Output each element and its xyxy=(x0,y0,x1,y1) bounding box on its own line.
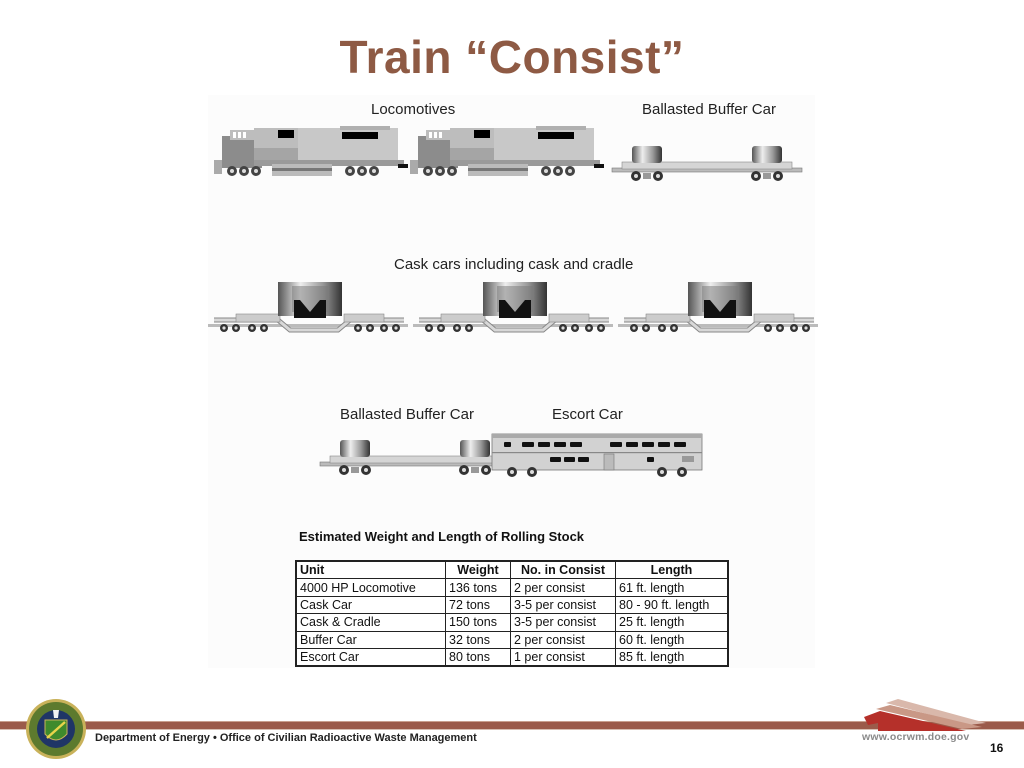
cell-length: 85 ft. length xyxy=(615,647,728,667)
table-row: Buffer Car 32 tons 2 per consist 60 ft. … xyxy=(296,630,728,649)
cell-unit: 4000 HP Locomotive xyxy=(296,578,446,597)
escort-car-icon xyxy=(319,433,703,477)
cell-weight: 72 tons xyxy=(445,595,511,615)
cask-car-icon xyxy=(208,278,820,334)
cell-weight: 150 tons xyxy=(445,613,511,632)
table-row: Escort Car 80 tons 1 per consist 85 ft. … xyxy=(296,647,728,667)
header-unit: Unit xyxy=(296,560,446,580)
cell-count: 2 per consist xyxy=(510,578,616,597)
footer-band xyxy=(0,721,1024,730)
header-weight: Weight xyxy=(445,560,511,580)
cell-count: 3-5 per consist xyxy=(510,613,616,632)
cell-length: 60 ft. length xyxy=(615,630,728,649)
cell-unit: Escort Car xyxy=(296,647,446,667)
cell-weight: 32 tons xyxy=(445,630,511,649)
cell-weight: 80 tons xyxy=(445,647,511,667)
ocrwm-swoosh-logo xyxy=(864,699,986,731)
cell-count: 1 per consist xyxy=(510,647,616,667)
header-length: Length xyxy=(615,560,728,580)
locomotives-label: Locomotives xyxy=(371,101,456,118)
cell-count: 2 per consist xyxy=(510,630,616,649)
table-row: Cask Car 72 tons 3-5 per consist 80 - 90… xyxy=(296,595,728,615)
table-title: Estimated Weight and Length of Rolling S… xyxy=(299,529,585,544)
cell-length: 25 ft. length xyxy=(615,613,728,632)
cell-count: 3-5 per consist xyxy=(510,595,616,615)
cask-cars-label: Cask cars including cask and cradle xyxy=(394,256,634,273)
cell-unit: Cask & Cradle xyxy=(296,613,446,632)
cell-unit: Buffer Car xyxy=(296,630,446,649)
locomotive-icon xyxy=(214,126,803,182)
table-header-row: Unit Weight No. in Consist Length xyxy=(296,560,728,580)
page-number: 16 xyxy=(990,741,1004,755)
buffer-car-label-top: Ballasted Buffer Car xyxy=(642,101,776,118)
cell-weight: 136 tons xyxy=(445,578,511,597)
table-row: Cask & Cradle 150 tons 3-5 per consist 2… xyxy=(296,613,728,632)
header-count: No. in Consist xyxy=(510,560,616,580)
cell-unit: Cask Car xyxy=(296,595,446,615)
footer-organization: Department of Energy • Office of Civilia… xyxy=(95,732,477,744)
cell-length: 80 - 90 ft. length xyxy=(615,595,728,615)
buffer-car-label-bottom: Ballasted Buffer Car xyxy=(340,406,474,423)
page-title: Train “Consist” xyxy=(339,31,685,83)
footer-url[interactable]: www.ocrwm.doe.gov xyxy=(862,731,970,743)
doe-seal-icon xyxy=(26,699,86,759)
cell-length: 61 ft. length xyxy=(615,578,728,597)
table-row: 4000 HP Locomotive 136 tons 2 per consis… xyxy=(296,578,728,597)
escort-car-label: Escort Car xyxy=(552,406,623,423)
rolling-stock-table: Unit Weight No. in Consist Length 4000 H… xyxy=(295,559,729,668)
